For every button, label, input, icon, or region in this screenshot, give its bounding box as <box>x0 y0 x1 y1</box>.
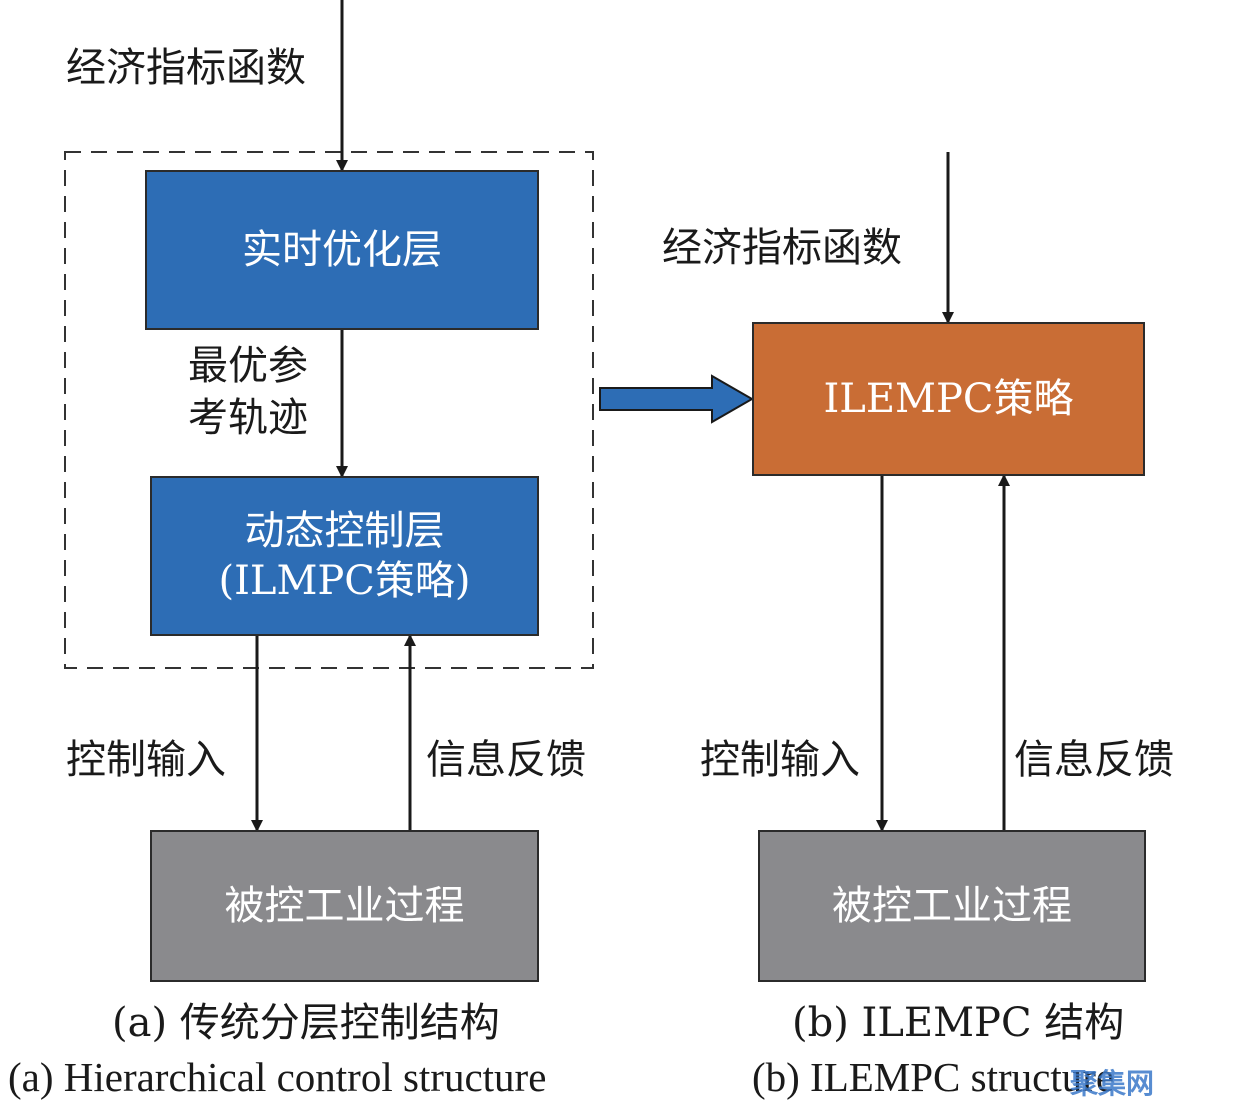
left-objective-label: 经济指标函数 <box>66 45 306 91</box>
right-feedback-label: 信息反馈 <box>1014 737 1174 783</box>
reference-trajectory-label-2: 考轨迹 <box>188 395 308 441</box>
right-objective-label: 经济指标函数 <box>662 225 902 271</box>
dynamic-control-box: 动态控制层 (ILMPC策略) <box>150 476 539 636</box>
left-caption-en: (a) Hierarchical control structure <box>8 1054 547 1100</box>
hierarchy-dashed-boundary <box>64 151 594 669</box>
left-feedback-label: 信息反馈 <box>426 737 586 783</box>
right-caption-cn: (b) ILEMPC 结构 <box>792 1000 1125 1046</box>
left-process-label: 被控工业过程 <box>224 883 465 929</box>
watermark-logo: 聚集网 <box>1070 1067 1155 1100</box>
right-caption-en: (b) ILEMPC structure <box>752 1054 1115 1100</box>
rto-layer-label: 实时优化层 <box>242 227 442 273</box>
rto-layer-box: 实时优化层 <box>145 170 539 330</box>
left-process-box: 被控工业过程 <box>150 830 539 982</box>
left-caption-cn: (a) 传统分层控制结构 <box>112 1000 500 1046</box>
reference-trajectory-label-1: 最优参 <box>188 343 308 389</box>
right-process-box: 被控工业过程 <box>758 830 1146 982</box>
dynamic-control-label: 动态控制层 <box>244 508 445 554</box>
right-control-input-label: 控制输入 <box>700 737 860 783</box>
ilempc-strategy-box: ILEMPC策略 <box>752 322 1145 476</box>
transition-block-arrow <box>599 374 755 424</box>
left-control-input-label: 控制输入 <box>66 737 226 783</box>
ilempc-strategy-label: ILEMPC策略 <box>823 376 1074 422</box>
right-process-label: 被控工业过程 <box>832 883 1072 929</box>
dynamic-control-strategy: (ILMPC策略) <box>218 558 471 604</box>
